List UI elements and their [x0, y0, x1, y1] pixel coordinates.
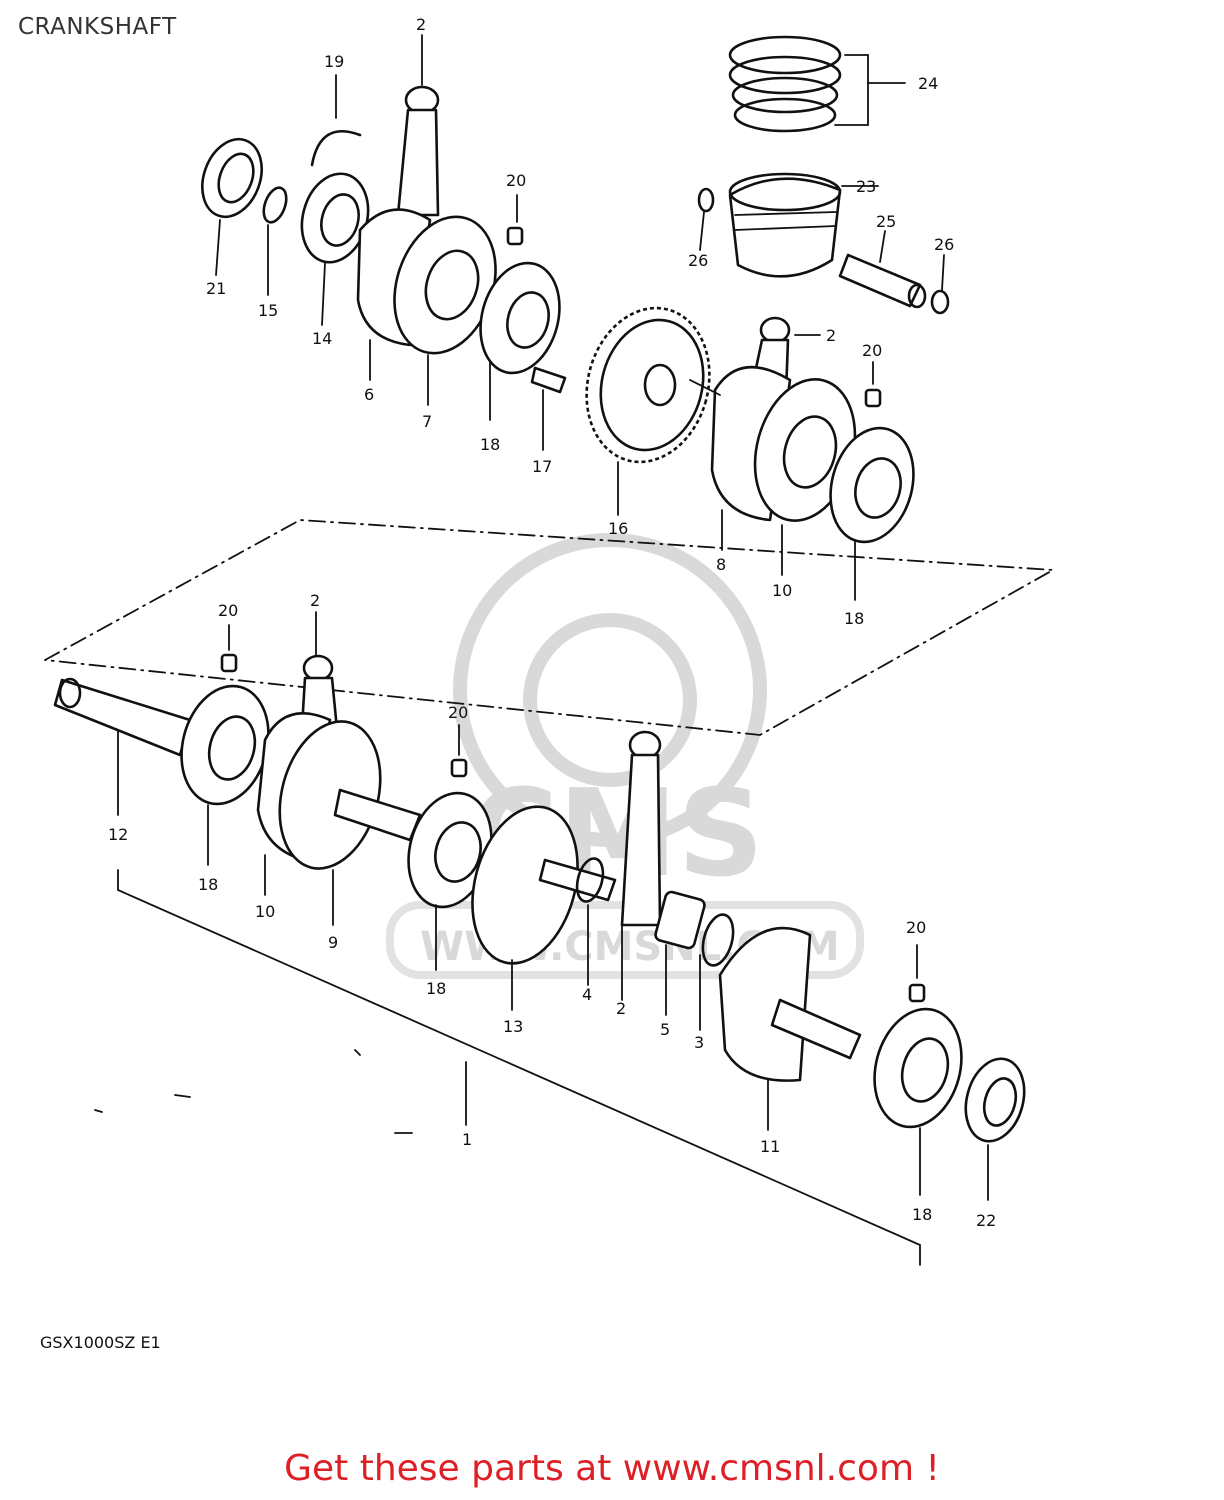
needle-bearing-5 [654, 890, 706, 1016]
callout-19: 19 [324, 52, 344, 71]
callout-13: 13 [503, 1017, 523, 1036]
bearing-18-d [407, 791, 493, 971]
dowel-20-c [220, 653, 238, 673]
callout-1: 1 [462, 1130, 472, 1149]
callout-14: 14 [312, 329, 332, 348]
callout-22: 22 [976, 1211, 996, 1230]
callout-20: 20 [906, 918, 926, 937]
oil-seal-21 [201, 137, 263, 276]
crank-end-11 [718, 926, 862, 1131]
piston-rings-24 [728, 35, 906, 133]
callout-16: 16 [608, 519, 628, 538]
callout-6: 6 [364, 385, 374, 404]
callout-2: 2 [310, 591, 320, 610]
callout-21: 21 [206, 279, 226, 298]
model-code: GSX1000SZ E1 [40, 1333, 161, 1352]
crank-web-13 [471, 805, 579, 1011]
circlip-15 [262, 186, 288, 224]
callout-2: 2 [416, 15, 426, 34]
dowel-20-e [908, 983, 926, 1003]
page-title: CRANKSHAFT [18, 14, 177, 40]
callout-20: 20 [448, 703, 468, 722]
thrust-washer-4 [575, 857, 605, 903]
callout-18: 18 [480, 435, 500, 454]
callout-20: 20 [506, 171, 526, 190]
callout-10: 10 [255, 902, 275, 921]
crankshaft-end-12 [53, 677, 192, 816]
callout-23: 23 [856, 177, 876, 196]
callout-3: 3 [694, 1033, 704, 1052]
piston-pin-circlip-26 [697, 187, 715, 213]
callout-10: 10 [772, 581, 792, 600]
callout-18: 18 [912, 1205, 932, 1224]
callout-17: 17 [532, 457, 552, 476]
callout-4: 4 [582, 985, 592, 1004]
connecting-rod-2-lower-right [620, 730, 662, 1001]
circlip-19 [310, 129, 362, 167]
bearing-18-b [829, 426, 915, 601]
bearing-18-e [873, 1007, 963, 1196]
callout-12: 12 [108, 825, 128, 844]
callout-20: 20 [218, 601, 238, 620]
callout-8: 8 [716, 555, 726, 574]
callout-18: 18 [426, 979, 446, 998]
footer-parts-link[interactable]: Get these parts at www.cmsnl.com ! [284, 1448, 940, 1489]
callout-20: 20 [862, 341, 882, 360]
bolt-17 [530, 366, 567, 451]
callout-labels: 1 2 2 2 2 3 4 5 6 7 8 9 10 10 11 12 13 1… [108, 15, 996, 1230]
assembly-bracket-1 [117, 869, 921, 1266]
callout-25: 25 [876, 212, 896, 231]
primary-gear-16 [585, 306, 711, 516]
callout-9: 9 [328, 933, 338, 952]
assembly-boundary-line [44, 519, 1057, 736]
piston-pin-25 [838, 230, 927, 309]
callout-18: 18 [198, 875, 218, 894]
callout-15: 15 [258, 301, 278, 320]
callout-24: 24 [918, 74, 938, 93]
callout-18: 18 [844, 609, 864, 628]
dowel-20-d [450, 758, 468, 778]
piston-pin-circlip-26b [930, 289, 950, 315]
bearing-18-a [479, 261, 561, 421]
callout-26: 26 [934, 235, 954, 254]
callout-2: 2 [616, 999, 626, 1018]
dowel-20-a [506, 226, 524, 246]
thrust-washer-3 [701, 913, 735, 967]
callout-11: 11 [760, 1137, 780, 1156]
callout-5: 5 [660, 1020, 670, 1039]
callout-2: 2 [826, 326, 836, 345]
callout-7: 7 [422, 412, 432, 431]
bearing-18-c [180, 684, 270, 866]
connecting-rod-2-top [396, 34, 440, 217]
oil-seal-22 [964, 1057, 1026, 1201]
callout-26: 26 [688, 251, 708, 270]
dowel-20-b [864, 388, 882, 408]
piston-23 [728, 172, 879, 278]
